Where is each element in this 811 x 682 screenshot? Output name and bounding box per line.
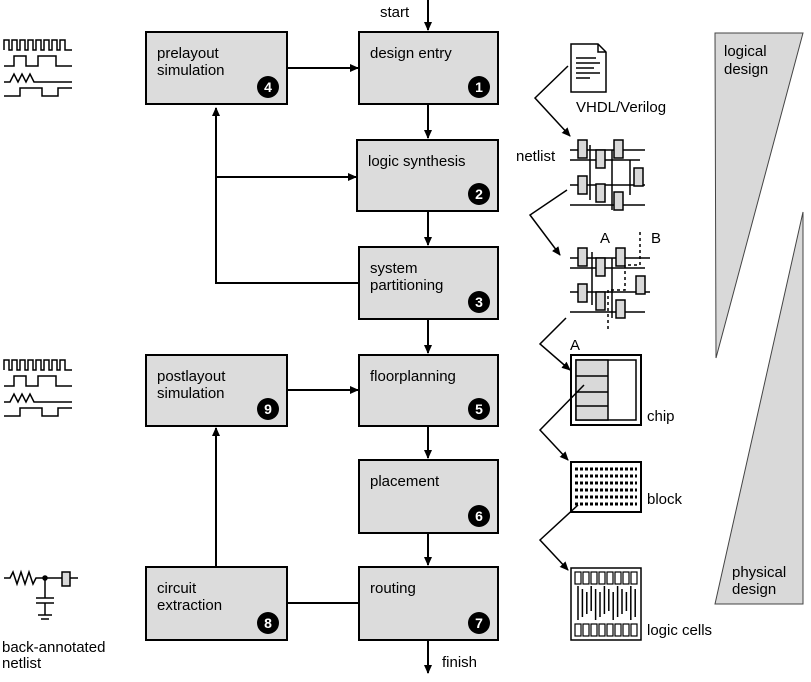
finish-label: finish xyxy=(442,654,477,671)
placement-label: placement xyxy=(370,473,440,490)
partition-a-label: A xyxy=(600,230,610,247)
system-partitioning-label: system xyxy=(370,260,418,277)
back-annotated-netlist-icon xyxy=(4,569,78,620)
arrow-block-cells xyxy=(538,504,579,571)
prelayout-simulation-rect xyxy=(145,31,288,105)
design-entry-number: 1 xyxy=(475,79,483,95)
circuit-extraction-label: extraction xyxy=(157,597,222,614)
routing-box: routing 7 xyxy=(358,566,499,641)
postlayout-simulation-number-badge xyxy=(257,398,279,420)
netlist-label: netlist xyxy=(516,148,556,165)
arrow-doc-netlist xyxy=(533,65,571,137)
logical-design-label-line1: logical xyxy=(724,43,767,60)
waveform-icon-prelayout xyxy=(3,39,72,97)
floorplanning-label: floorplanning xyxy=(370,368,456,385)
netlist-schematic-icon xyxy=(570,139,645,211)
arrow-netlist-partition xyxy=(528,189,568,256)
logic-cells-icon xyxy=(570,567,642,641)
chip-floorplan-icon xyxy=(570,354,642,426)
prelayout-simulation-label: simulation xyxy=(157,62,225,79)
circuit-extraction-number-badge xyxy=(257,612,279,634)
start-label: start xyxy=(380,4,410,21)
chip-label: chip xyxy=(647,408,675,425)
logic-synthesis-number-badge xyxy=(468,183,490,205)
logic-synthesis-number: 2 xyxy=(475,186,483,202)
vhdl-document-icon xyxy=(570,43,607,93)
partitioned-netlist-icon xyxy=(570,232,650,330)
floorplanning-number: 5 xyxy=(475,401,483,417)
placement-box: placement 6 xyxy=(358,459,499,534)
physical-design-label-line2: design xyxy=(732,581,776,598)
prelayout-simulation-number-badge xyxy=(257,76,279,98)
prelayout-simulation-label: prelayout xyxy=(157,45,220,62)
back-annotated-label-line1: back-annotated xyxy=(2,639,105,656)
arrow-partition-chip xyxy=(538,317,571,371)
floorplanning-number-badge xyxy=(468,398,490,420)
postlayout-simulation-label: postlayout xyxy=(157,368,226,385)
circuit-extraction-label: circuit xyxy=(157,580,197,597)
logical-design-wedge: logical design xyxy=(714,32,804,359)
chip-a-label: A xyxy=(570,337,580,354)
system-partitioning-label: partitioning xyxy=(370,277,443,294)
circuit-extraction-number: 8 xyxy=(264,615,272,631)
system-partitioning-number-badge xyxy=(468,291,490,313)
placement-number-badge xyxy=(468,505,490,527)
design-entry-box: design entry 1 xyxy=(358,31,499,105)
logic-synthesis-label: logic synthesis xyxy=(368,153,466,170)
block-label: block xyxy=(647,491,683,508)
placement-number: 6 xyxy=(475,508,483,524)
flow-connectors: start finish xyxy=(212,0,477,674)
process-boxes: design entry 1 logic synthesis 2 systemparti… xyxy=(145,31,499,641)
waveform-icon-postlayout xyxy=(3,359,72,417)
back-annotated-label-line2: netlist xyxy=(2,655,42,672)
logical-design-label-line2: design xyxy=(724,61,768,78)
routing-number: 7 xyxy=(475,615,483,631)
partition-b-label: B xyxy=(651,230,661,247)
logic-cells-label: logic cells xyxy=(647,622,712,639)
arrow-chip-block xyxy=(538,384,585,461)
physical-design-wedge: physical design xyxy=(714,211,804,605)
postlayout-simulation-label: simulation xyxy=(157,385,225,402)
prelayout-simulation-number: 4 xyxy=(264,79,272,95)
logic-synthesis-box: logic synthesis 2 xyxy=(356,139,499,212)
floorplanning-box: floorplanning 5 xyxy=(358,354,499,427)
design-entry-number-badge xyxy=(468,76,490,98)
vhdl-verilog-label: VHDL/Verilog xyxy=(576,99,666,116)
routing-label: routing xyxy=(370,580,416,597)
design-entry-label: design entry xyxy=(370,45,452,62)
routing-number-badge xyxy=(468,612,490,634)
block-icon xyxy=(570,461,642,513)
arrow-3-4 xyxy=(212,107,358,284)
postlayout-simulation-number: 9 xyxy=(264,401,272,417)
system-partitioning-number: 3 xyxy=(475,294,483,310)
physical-design-label-line1: physical xyxy=(732,564,786,581)
